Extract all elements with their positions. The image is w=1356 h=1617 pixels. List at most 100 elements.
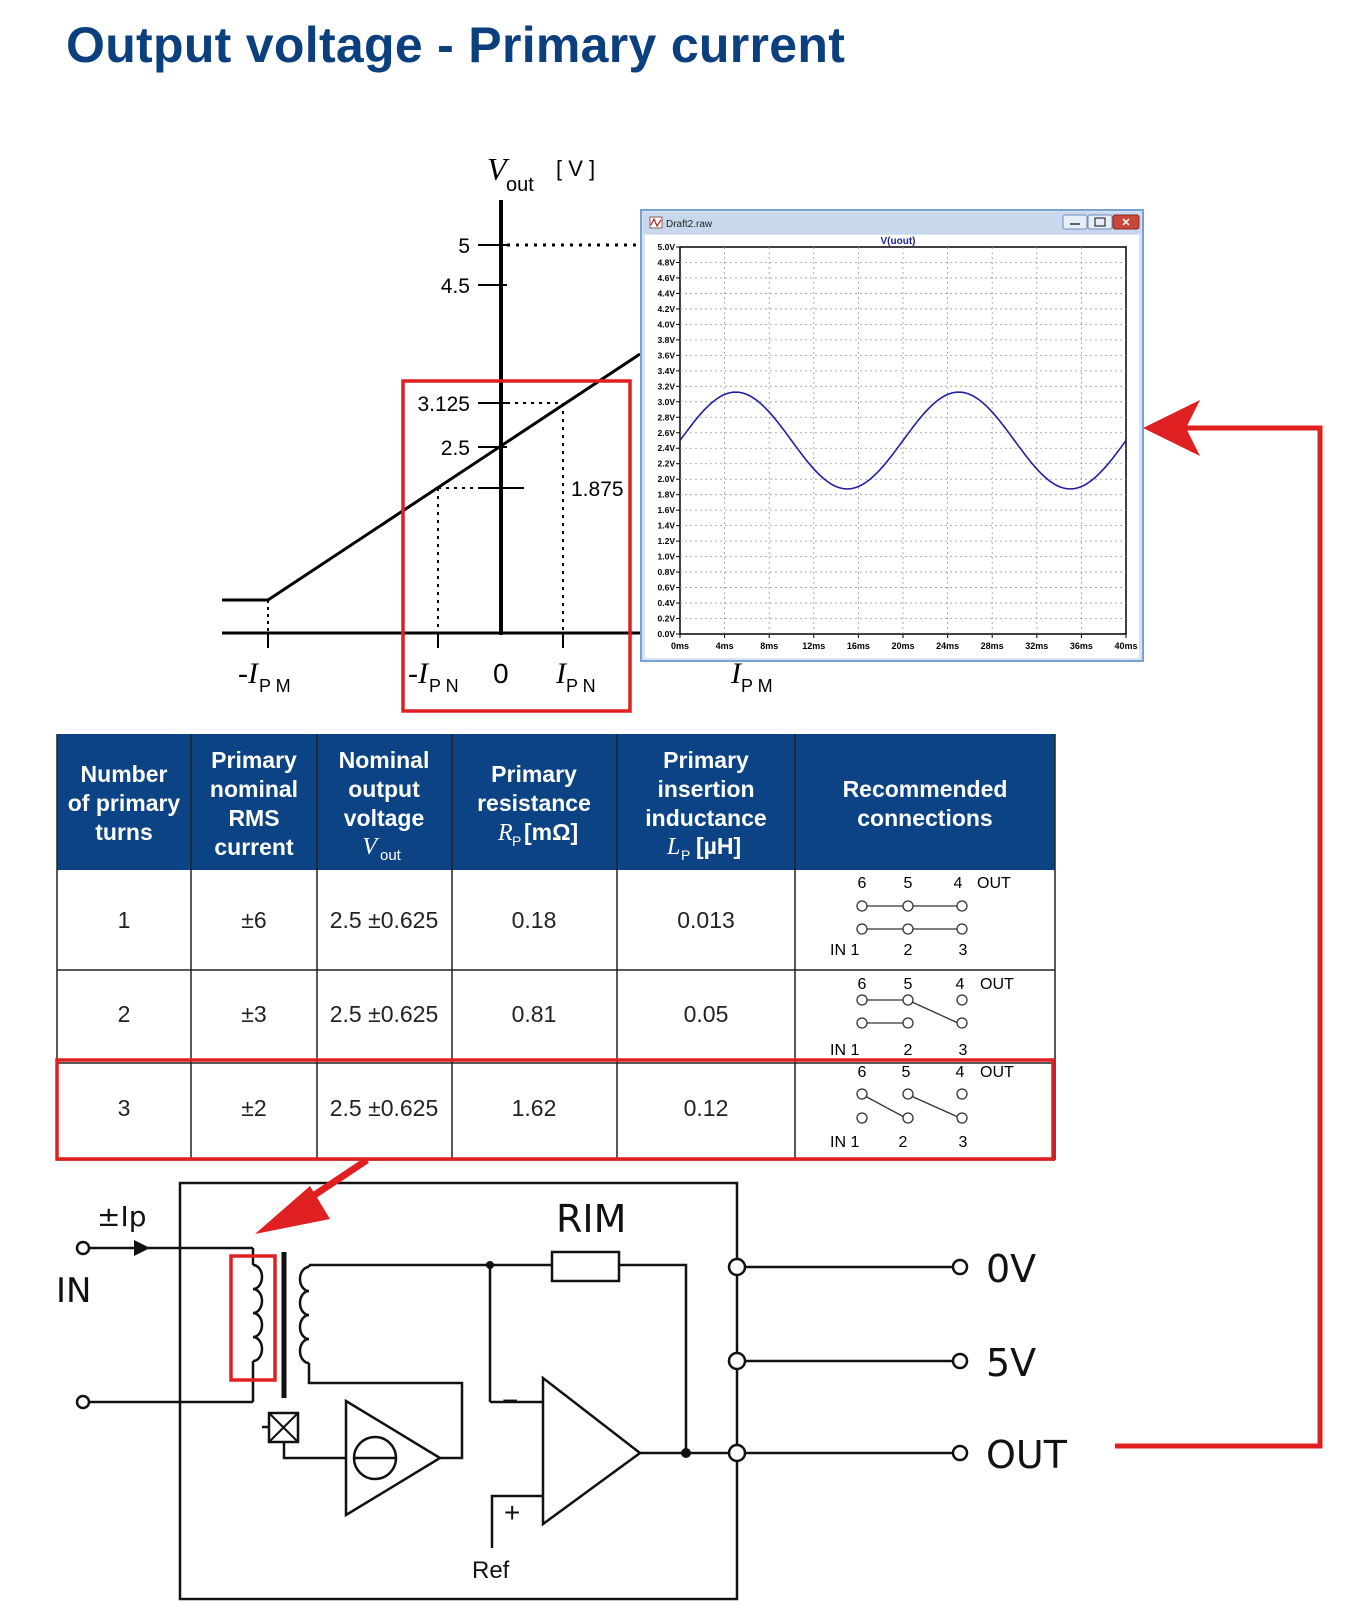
- header-turns: of primary: [68, 790, 181, 816]
- y-tick-label: 2.6V: [658, 428, 676, 438]
- x-tick-label: 0ms: [671, 641, 689, 651]
- pin-label: 4: [956, 976, 965, 993]
- x-tick-label: 28ms: [981, 641, 1004, 651]
- cell-voltage: 2.5 ±0.625: [330, 1095, 439, 1121]
- input-current-label: ±Ip: [97, 1200, 147, 1233]
- table-row: 1 ±6 2.5 ±0.625 0.18 0.013 6 5 4 OUT IN …: [118, 875, 1011, 959]
- input-terminal-bottom: [75, 1394, 91, 1410]
- ref-label: Ref: [472, 1557, 510, 1584]
- amplifier-1: [344, 1398, 443, 1518]
- cell-inductance: 0.05: [684, 1001, 729, 1027]
- sim-window-app-icon: [649, 216, 663, 229]
- pin-label: IN 1: [830, 1042, 859, 1059]
- y-tick-label: 1.0V: [658, 552, 676, 562]
- pin-label: 3: [959, 1042, 968, 1059]
- x-label-ipn: I: [555, 657, 568, 690]
- pin-label: 5: [902, 1064, 911, 1081]
- header-lp-symbol: L: [666, 834, 680, 860]
- pin-label: 5: [904, 976, 913, 993]
- cell-inductance: 0.013: [677, 907, 735, 933]
- header-turns: Number: [81, 761, 168, 787]
- pin-label: OUT: [980, 1064, 1014, 1081]
- header-current: current: [214, 834, 294, 860]
- header-rp-sub: P: [512, 833, 521, 849]
- primary-winding: [252, 1263, 264, 1363]
- cell-current: ±2: [241, 1095, 266, 1121]
- header-current: nominal: [210, 776, 298, 802]
- pin-label: 5: [904, 875, 913, 892]
- header-turns: turns: [95, 819, 153, 845]
- maximize-button[interactable]: [1087, 214, 1113, 230]
- pin-label: OUT: [977, 875, 1011, 892]
- y-axis-sub: out: [506, 174, 534, 196]
- cell-turns: 3: [118, 1095, 131, 1121]
- header-connections: Recommended: [843, 776, 1008, 802]
- sim-window-titlebar[interactable]: [643, 212, 1141, 234]
- sim-grid: [680, 247, 1126, 634]
- header-lp-sub: P: [681, 847, 690, 863]
- waveform-trace: [679, 391, 1127, 490]
- nominal-range-highlight: [401, 379, 632, 713]
- table-row: 3 ±2 2.5 ±0.625 1.62 0.12 6 5 4 OUT IN 1…: [118, 1064, 1014, 1151]
- x-label-sub: P N: [429, 676, 459, 696]
- output-node-out: [727, 1443, 747, 1463]
- input-label: IN: [56, 1271, 91, 1311]
- header-rp-symbol: R: [497, 820, 513, 846]
- annotation-value: 1.875: [571, 478, 624, 501]
- y-tick-label: 1.2V: [658, 536, 676, 546]
- resistor-label: RIM: [556, 1197, 626, 1241]
- y-tick-label: 0.6V: [658, 583, 676, 593]
- pin-label: 6: [858, 875, 867, 892]
- red-arrow-to-scope: [1115, 400, 1323, 1449]
- close-icon: ✕: [1121, 217, 1130, 229]
- schematic: [75, 1181, 969, 1601]
- transfer-graph: V out [ V ] 5 4.5 3.125 2.5 1.875 -I P M…: [222, 151, 773, 713]
- connection-diagram-3: 6 5 4 OUT IN 1 2 3: [830, 1064, 1014, 1151]
- y-tick-label: 3.125: [417, 393, 470, 416]
- y-tick-label: 4.8V: [658, 257, 676, 267]
- header-inductance: insertion: [657, 776, 754, 802]
- header-resistance: resistance: [477, 790, 591, 816]
- resistor-rim: [550, 1250, 621, 1283]
- y-tick-label: 4.4V: [658, 288, 676, 298]
- table-row: 2 ±3 2.5 ±0.625 0.81 0.05 6 5 4 OUT IN 1…: [118, 976, 1014, 1059]
- terminal-0v: [951, 1258, 969, 1276]
- x-tick-label: 24ms: [936, 641, 959, 651]
- close-button[interactable]: [1112, 214, 1140, 230]
- header-vout-sub: out: [380, 847, 402, 864]
- y-axis-symbol: V: [487, 151, 510, 187]
- sim-window[interactable]: Draft2.raw ✕ V(uout) 5.0V4.8V4.6V4.4V4.2…: [640, 209, 1144, 662]
- header-voltage: voltage: [344, 805, 425, 831]
- connection-diagram-1: 6 5 4 OUT IN 1 2 3: [830, 875, 1011, 959]
- x-label-zero: 0: [493, 658, 509, 689]
- header-rp-unit: [mΩ]: [524, 819, 578, 845]
- winding-highlight: [229, 1254, 277, 1382]
- table-header-bg: [57, 734, 1055, 870]
- cell-voltage: 2.5 ±0.625: [330, 1001, 439, 1027]
- x-label-ipm-neg: -I: [238, 657, 260, 690]
- specs-table: Number of primary turns Primary nominal …: [55, 734, 1056, 1161]
- pin-label: 4: [954, 875, 963, 892]
- trace-label: V(uout): [881, 236, 916, 247]
- pin-label: 2: [904, 1042, 913, 1059]
- page-title: Output voltage - Primary current: [66, 17, 846, 73]
- pin-label: 2: [904, 942, 913, 959]
- cell-voltage: 2.5 ±0.625: [330, 907, 439, 933]
- y-tick-label: 3.0V: [658, 397, 676, 407]
- cell-resistance: 0.18: [512, 907, 557, 933]
- x-tick-label: 16ms: [847, 641, 870, 651]
- input-terminal-top: [75, 1240, 91, 1256]
- y-tick-label: 0.4V: [658, 598, 676, 608]
- terminal-5v: [951, 1352, 969, 1370]
- y-tick-label: 4.5: [441, 275, 470, 298]
- y-tick-label: 2.4V: [658, 443, 676, 453]
- terminal-out: [951, 1444, 969, 1462]
- x-label-sub: P N: [566, 676, 596, 696]
- minimize-button[interactable]: [1062, 214, 1088, 230]
- y-tick-label: 5.0V: [658, 242, 676, 252]
- x-label-ipn-neg: -I: [408, 657, 430, 690]
- y-tick-label: 2.8V: [658, 412, 676, 422]
- x-tick-label: 32ms: [1025, 641, 1048, 651]
- cell-current: ±6: [241, 907, 266, 933]
